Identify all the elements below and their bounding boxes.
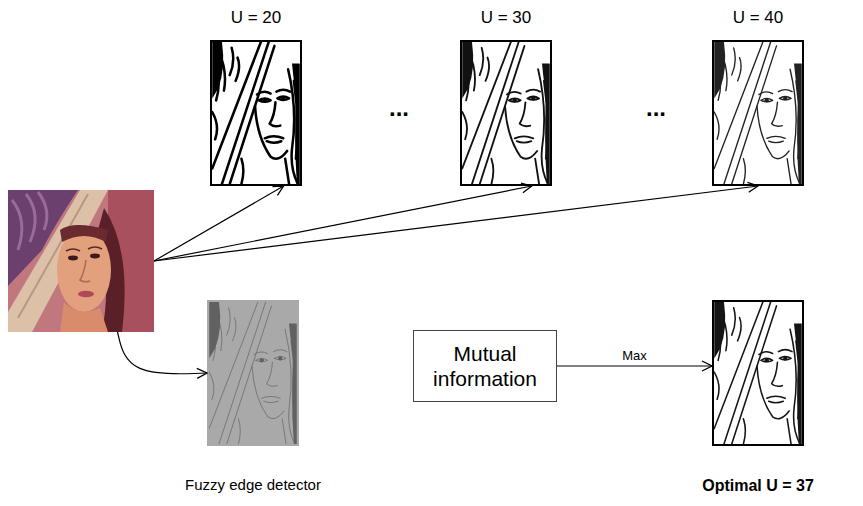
image-heading: U = 20 (231, 8, 282, 28)
sketch-image: U = 20 (210, 40, 302, 186)
arrow-connector (557, 365, 712, 366)
source-photo-picture (8, 190, 154, 332)
image-heading: U = 40 (733, 8, 784, 28)
arrow-connector (118, 332, 208, 374)
image-caption: Fuzzy edge detector (185, 476, 321, 494)
source-photo (8, 190, 154, 332)
sketch-picture (210, 40, 302, 186)
box-label: Mutual information (424, 341, 546, 391)
ellipsis-label: ... (389, 94, 409, 122)
sketch-image: U = 40 (712, 40, 804, 186)
sketch-picture (712, 40, 804, 186)
edge-map-image: Fuzzy edge detector (207, 300, 299, 446)
image-heading: U = 30 (481, 8, 532, 28)
sketch-image: U = 30 (460, 40, 552, 186)
edge-map-picture (207, 300, 299, 446)
process-box: Mutual information (413, 330, 557, 402)
sketch-picture (460, 40, 552, 186)
arrow-connector (154, 186, 758, 261)
sketch-picture (712, 300, 804, 446)
arrow-connector (154, 186, 532, 261)
image-caption: Optimal U = 37 (702, 476, 814, 495)
edge-label: Max (620, 348, 649, 363)
result-image: Optimal U = 37 (712, 300, 804, 446)
ellipsis-label: ... (646, 94, 666, 122)
arrow-connector (154, 186, 284, 261)
